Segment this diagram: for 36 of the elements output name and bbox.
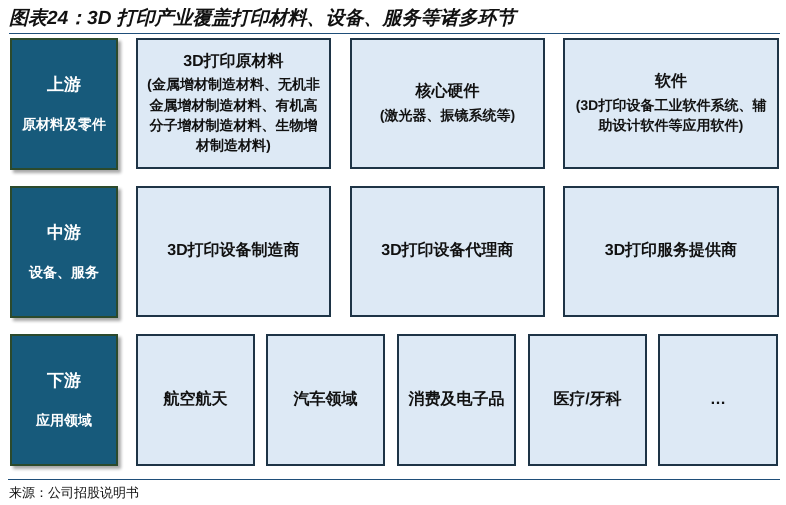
category-box xyxy=(563,38,779,169)
category-box xyxy=(397,334,516,466)
box-heading: 消费及电子品 xyxy=(408,390,504,410)
box-heading: 3D打印设备代理商 xyxy=(381,241,514,262)
box-heading: 上游 xyxy=(47,74,81,96)
stage-box xyxy=(10,38,118,170)
chart-title: 图表24：3D 打印产业覆盖打印材料、设备、服务等诸多环节 xyxy=(9,5,516,31)
box-heading: 医疗/牙科 xyxy=(553,390,622,410)
box-heading: 核心硬件 xyxy=(416,82,480,102)
box-heading: 3D打印设备制造商 xyxy=(167,241,300,262)
box-text: 原材料及零件 xyxy=(22,114,106,134)
category-box xyxy=(136,334,255,466)
box-text: 设备、服务 xyxy=(29,262,99,282)
category-box xyxy=(350,186,545,317)
box-text: (激光器、振镜系统等) xyxy=(380,106,516,125)
source-note: 来源：公司招股说明书 xyxy=(9,485,139,502)
box-text: (金属增材制造材料、无机非金属增材制造材料、有机高分子增材制造材料、生物增材制造材料) xyxy=(146,75,321,156)
stage-box xyxy=(10,186,118,318)
category-box xyxy=(266,334,385,466)
box-heading: 中游 xyxy=(47,222,81,244)
box-heading: 软件 xyxy=(655,72,687,92)
category-box xyxy=(350,38,545,169)
category-box xyxy=(658,334,778,466)
box-heading: 3D打印原材料 xyxy=(183,52,284,72)
category-box xyxy=(563,186,779,317)
stage-box xyxy=(10,334,118,466)
box-heading: 下游 xyxy=(47,370,81,392)
box-heading: 汽车领域 xyxy=(294,390,358,410)
category-box xyxy=(528,334,647,466)
box-heading: 3D打印服务提供商 xyxy=(604,241,738,262)
category-box xyxy=(136,38,331,169)
box-heading: … xyxy=(710,390,726,410)
box-text: 应用领域 xyxy=(36,410,92,430)
box-text: (3D打印设备工业软件系统、辅助设计软件等应用软件) xyxy=(574,96,768,135)
box-heading: 航空航天 xyxy=(164,390,228,410)
category-box xyxy=(136,186,331,317)
